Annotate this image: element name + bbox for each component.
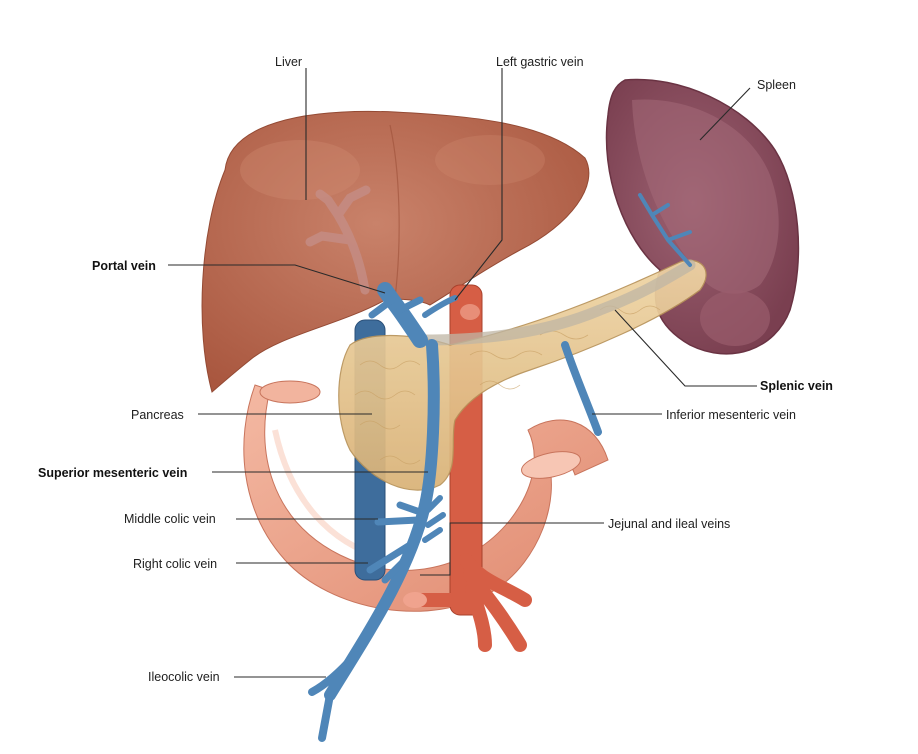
superior-mesenteric-vein-path [324, 339, 440, 701]
labels: Liver Left gastric vein Spleen Portal ve… [38, 55, 833, 684]
inferior-mesenteric-vein-path [561, 341, 602, 436]
veins [308, 193, 696, 742]
label-spleen: Spleen [757, 78, 796, 92]
label-inferior-mesenteric-vein: Inferior mesenteric vein [666, 408, 796, 422]
spleen [605, 78, 800, 355]
ileocolic-vein-path [308, 651, 359, 742]
liver [201, 110, 590, 393]
label-liver: Liver [275, 55, 302, 69]
left-gastric-vein-path [422, 295, 458, 318]
label-pancreas: Pancreas [131, 408, 184, 422]
label-ileocolic-vein: Ileocolic vein [148, 670, 220, 684]
label-portal-vein: Portal vein [92, 259, 156, 273]
label-superior-mesenteric-vein: Superior mesenteric vein [38, 466, 187, 480]
label-jejunal-ileal-veins: Jejunal and ileal veins [608, 517, 730, 531]
label-middle-colic-vein: Middle colic vein [124, 512, 216, 526]
label-right-colic-vein: Right colic vein [133, 557, 217, 571]
splenic-vein-path [414, 259, 696, 346]
leader-lines [168, 68, 757, 678]
label-left-gastric-vein: Left gastric vein [496, 55, 584, 69]
label-splenic-vein: Splenic vein [760, 379, 833, 393]
